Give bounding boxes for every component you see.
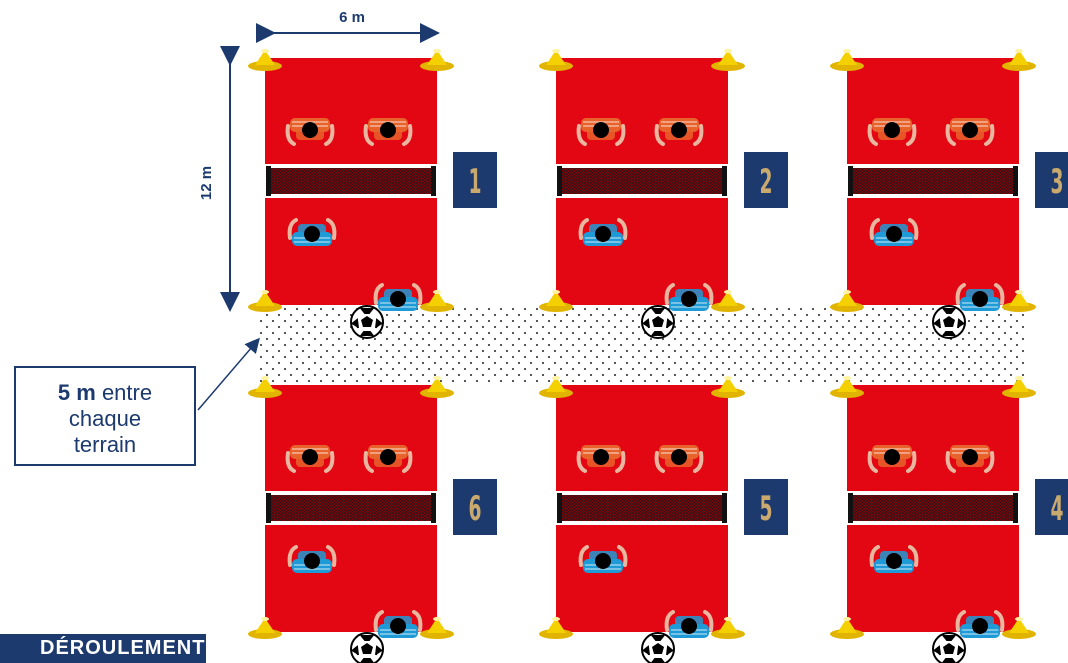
width-label: 6 m <box>339 9 365 26</box>
net <box>853 168 1013 194</box>
net-post <box>266 166 271 196</box>
net <box>562 168 722 194</box>
note-line3: terrain <box>16 432 194 458</box>
court-number: 4 <box>1050 490 1063 528</box>
soccer-ball <box>642 306 674 338</box>
court-number: 5 <box>759 490 772 528</box>
court-number: 2 <box>759 163 772 201</box>
section-tab: DÉROULEMENT <box>0 634 206 663</box>
net-post <box>848 166 853 196</box>
net <box>271 495 431 521</box>
net-post <box>848 493 853 523</box>
net <box>271 168 431 194</box>
net-post <box>1013 493 1018 523</box>
width-dimension: 6 m <box>272 9 436 33</box>
height-dimension: 12 m <box>198 62 230 308</box>
soccer-ball <box>351 306 383 338</box>
net-post <box>557 166 562 196</box>
net <box>853 495 1013 521</box>
soccer-ball <box>933 306 965 338</box>
note-bold: 5 m <box>58 380 96 405</box>
note-pointer <box>198 340 258 410</box>
soccer-ball <box>642 633 674 663</box>
court-number: 6 <box>468 490 481 528</box>
court-number: 3 <box>1050 163 1063 201</box>
note-line2: chaque <box>16 406 194 432</box>
section-label: DÉROULEMENT <box>40 637 205 659</box>
net-post <box>431 166 436 196</box>
soccer-ball <box>933 633 965 663</box>
net <box>562 495 722 521</box>
net-post <box>722 493 727 523</box>
net-post <box>722 166 727 196</box>
soccer-ball <box>351 633 383 663</box>
court-number: 1 <box>468 163 481 201</box>
net-post <box>266 493 271 523</box>
height-label: 12 m <box>198 166 215 200</box>
note-line1: entre <box>96 380 152 405</box>
net-post <box>431 493 436 523</box>
net-post <box>557 493 562 523</box>
spacing-note: 5 m entre chaque terrain <box>14 366 196 466</box>
net-post <box>1013 166 1018 196</box>
